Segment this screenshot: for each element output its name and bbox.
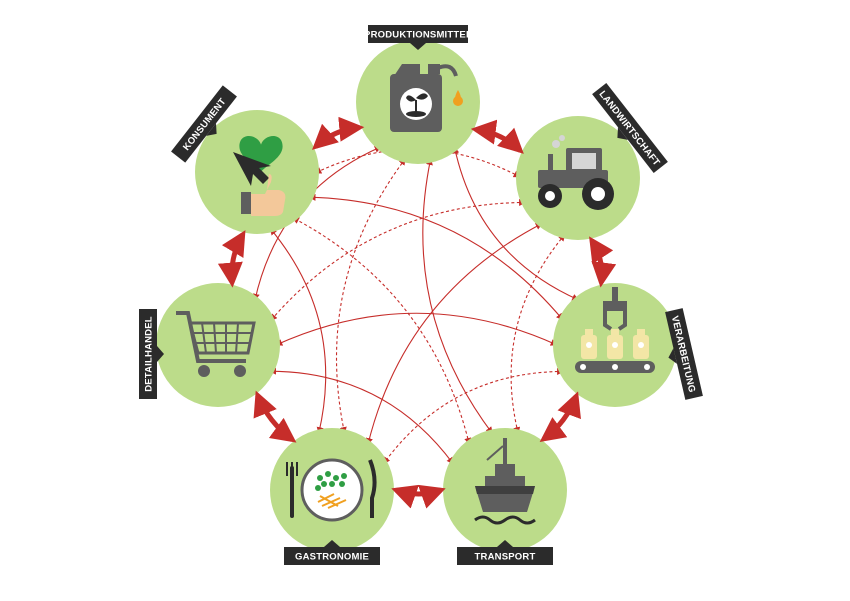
cycle-arrow-konsument-produktionsmittel: [312, 116, 365, 150]
plate-cutlery-icon: [286, 458, 377, 522]
cycle-links-layer: [217, 116, 617, 509]
fuel-canister-icon: [390, 64, 463, 132]
cycle-arrow-detailhandel-konsument: [217, 230, 246, 288]
cycle-arrow-transport-gastronomie: [391, 484, 446, 509]
label-detailhandel-banner: DETAILHANDEL: [139, 309, 164, 399]
label-produktionsmittel-banner: PRODUKTIONSMITTEL: [364, 25, 472, 50]
factory-conveyor-icon: [575, 287, 655, 373]
node-detailhandel[interactable]: [156, 283, 280, 407]
label-gastronomie-banner: GASTRONOMIE: [284, 540, 380, 565]
label-gastronomie: GASTRONOMIE: [295, 552, 369, 563]
shopping-cart-icon: [176, 311, 256, 377]
cycle-arrow-gastronomie-detailhandel: [253, 390, 297, 443]
cycle-arrow-verarbeitung-transport: [539, 391, 581, 442]
tractor-icon: [538, 135, 614, 210]
cycle-arrow-produktionsmittel-landwirtschaft: [470, 119, 524, 154]
label-transport-banner: TRANSPORT: [457, 540, 553, 565]
cross-arrow-transport-konsument: [292, 217, 472, 445]
cross-arrow-gastronomie-konsument: [269, 227, 327, 435]
cycle-arrow-landwirtschaft-verarbeitung: [589, 236, 617, 288]
cross-arrow-produktionsmittel-transport: [422, 157, 493, 434]
label-detailhandel: DETAILHANDEL: [144, 316, 155, 392]
label-transport: TRANSPORT: [475, 552, 536, 563]
label-produktionsmittel: PRODUKTIONSMITTEL: [364, 30, 472, 41]
heart-thumbs-up-icon: [233, 136, 286, 216]
cargo-ship-icon: [474, 438, 536, 525]
cross-links-layer: [252, 146, 580, 465]
cross-arrow-landwirtschaft-detailhandel: [270, 198, 527, 322]
cross-arrow-landwirtschaft-gastronomie: [366, 223, 543, 446]
